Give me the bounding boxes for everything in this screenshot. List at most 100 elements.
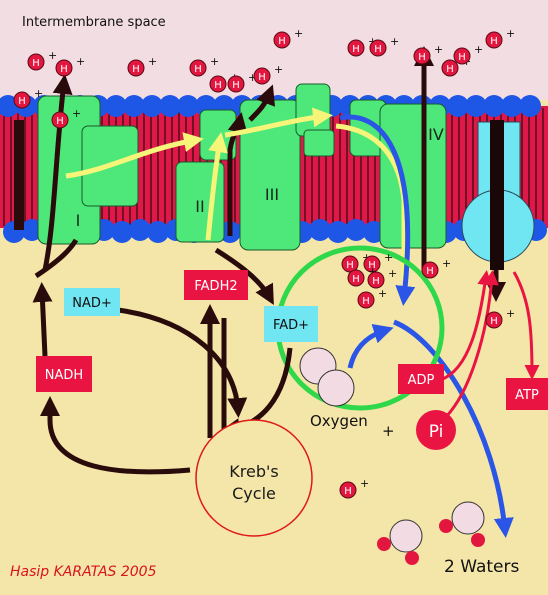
oxygen-label: Oxygen	[310, 412, 368, 430]
hydrogen-ion-icon: H+	[127, 55, 157, 77]
hydrogen-ion-label: H	[278, 36, 286, 47]
hydrogen-ion-charge: +	[378, 287, 387, 300]
pi-bubble: Pi	[416, 410, 456, 450]
atp-production-arrows	[437, 270, 540, 426]
hydrogen-ion-label: H	[18, 96, 26, 107]
fad-plus-label: FAD+	[273, 318, 309, 333]
hydrogen-ion-charge: +	[442, 257, 451, 270]
hydrogen-ion-charge: +	[48, 49, 57, 62]
hydrogen-ion-icon: H+	[413, 43, 443, 65]
nad-plus-label: NAD+	[72, 296, 112, 311]
hydrogen-ion-charge: +	[390, 35, 399, 48]
hydrogen-ion-charge: +	[76, 55, 85, 68]
metabolic-arrows	[32, 238, 293, 475]
hydrogen-ion-label: H	[446, 64, 454, 75]
hydrogen-ion-label: H	[346, 260, 354, 271]
nadh-box: NADH	[36, 356, 92, 392]
intermembrane-space-label: Intermembrane space	[22, 15, 166, 30]
hydrogen-ion-label: H	[194, 64, 202, 75]
hydrogen-ion-icon: H+	[51, 107, 81, 129]
hydrogen-ion-icon: H+	[55, 55, 85, 77]
hydrogen-ion-icon: H+	[363, 251, 393, 273]
hydrogen-ion-icon: H+	[485, 307, 515, 329]
hydrogen-ion-icon: H+	[189, 55, 219, 77]
hydrogen-ion-label: H	[490, 36, 498, 47]
hydrogen-ion-charge: +	[274, 63, 283, 76]
oxygen-plus-label: +	[382, 422, 395, 440]
hydrogen-ion-label: H	[132, 64, 140, 75]
krebs-cycle-label-line1: Kreb's	[229, 462, 278, 481]
hydrogen-ion-label: H	[426, 266, 434, 277]
hydrogen-ion-label: H	[258, 72, 266, 83]
oxygen-molecule-icon	[299, 347, 355, 407]
nad-plus-box: NAD+	[64, 288, 120, 316]
hydrogen-ion-label: H	[214, 80, 222, 91]
complex-i-label: I	[76, 211, 81, 230]
hydrogen-ion-icon: H+	[485, 27, 515, 49]
hydrogen-ion-charge: +	[368, 265, 377, 278]
hydrogen-ion-label: H	[352, 274, 360, 285]
hydrogen-ion-icon: H+	[273, 27, 303, 49]
hydrogen-ion-label: H	[344, 486, 352, 497]
krebs-cycle-label-line2: Cycle	[232, 484, 276, 503]
oxygen-reduction-arrows	[339, 114, 514, 538]
fadh2-box: FADH2	[184, 270, 248, 300]
credit-text: Hasip KARATAS 2005	[10, 564, 157, 580]
water-molecule-icon	[377, 501, 485, 565]
hydrogen-ion-icon: H+	[347, 265, 377, 287]
hydrogen-ion-icon: H+	[421, 257, 451, 279]
hydrogen-ion-icon: H+	[367, 267, 397, 289]
hydrogen-ion-label: H	[32, 58, 40, 69]
waters-label: 2 Waters	[444, 557, 519, 577]
pi-label: Pi	[429, 422, 444, 442]
hydrogen-ion-label: H	[458, 52, 466, 63]
hydrogen-ion-icon: H+	[357, 287, 387, 309]
hydrogen-ion-charge: +	[384, 251, 393, 264]
complex-iv-label: IV	[428, 125, 444, 144]
hydrogen-ion-charge: +	[360, 477, 369, 490]
atp-box: ATP	[506, 378, 548, 410]
hydrogen-ion-label: H	[490, 316, 498, 327]
hydrogen-ion-label: H	[368, 260, 376, 271]
hydrogen-ion-icon: H+	[453, 43, 483, 65]
hydrogen-ion-charge: +	[434, 43, 443, 56]
hydrogen-ion-charge: +	[506, 27, 515, 40]
atp-synthase-icon	[461, 120, 535, 270]
nadh-label: NADH	[45, 368, 83, 383]
hydrogen-ion-icon: H+	[369, 35, 399, 57]
hydrogen-ions: H+H+H+H+H+H+H+H+H+H+H+H+H+H+H+H+H+H+H+H+…	[13, 27, 515, 499]
hydrogen-ion-label: H	[374, 44, 382, 55]
hydrogen-ion-charge: +	[474, 43, 483, 56]
hydrogen-ion-label: H	[372, 276, 380, 287]
hydrogen-ion-charge: +	[294, 27, 303, 40]
hydrogen-ion-icon: H+	[27, 49, 57, 71]
hydrogen-ion-charge: +	[148, 55, 157, 68]
hydrogen-ion-label: H	[60, 64, 68, 75]
hydrogen-ion-icon: H+	[13, 87, 43, 109]
hydrogen-ion-charge: +	[248, 71, 257, 84]
hydrogen-ion-label: H	[232, 80, 240, 91]
hydrogen-ion-icon: H+	[227, 71, 257, 93]
hydrogen-ion-label: H	[418, 52, 426, 63]
adp-box: ADP	[398, 364, 444, 394]
fadh2-label: FADH2	[194, 279, 237, 294]
complex-iv: IV	[349, 99, 447, 249]
hydrogen-ion-charge: +	[506, 307, 515, 320]
hydrogen-ion-icon: H+	[253, 63, 283, 85]
fad-plus-box: FAD+	[264, 306, 318, 342]
adp-label: ADP	[408, 373, 435, 388]
hydrogen-ion-icon: H+	[339, 477, 369, 499]
krebs-cycle	[195, 419, 313, 537]
hydrogen-ion-charge: +	[72, 107, 81, 120]
atp-label: ATP	[515, 388, 539, 403]
complex-iii-label: III	[265, 185, 279, 204]
hydrogen-ion-label: H	[56, 116, 64, 127]
hydrogen-ion-charge: +	[388, 267, 397, 280]
hydrogen-ion-label: H	[362, 296, 370, 307]
hydrogen-ion-label: H	[352, 44, 360, 55]
hydrogen-ion-charge: +	[34, 87, 43, 100]
hydrogen-ion-charge: +	[210, 55, 219, 68]
complex-ii-label: II	[195, 197, 204, 216]
